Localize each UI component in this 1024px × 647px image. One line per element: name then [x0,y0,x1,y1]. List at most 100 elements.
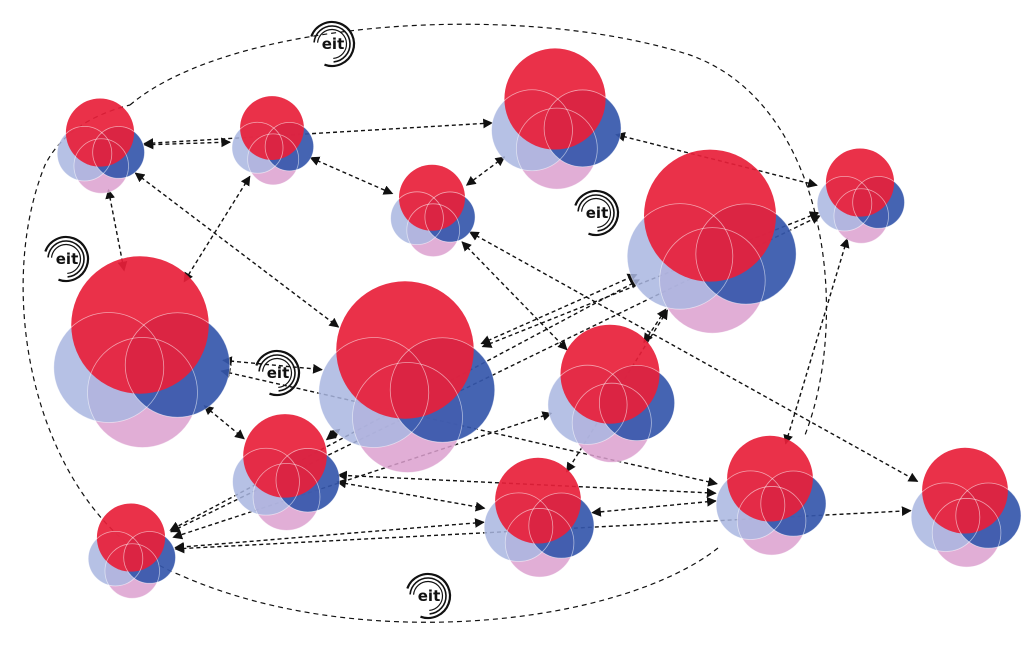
eit-logo: eit [44,235,90,283]
node-n7 [318,281,496,473]
eit-logo: eit [255,349,301,397]
circle-red [71,256,209,394]
link-n1-n2 [143,137,232,150]
node-n11 [232,414,340,531]
node-n1 [56,98,145,194]
overlap-outline [73,138,129,194]
logos-layer: eit eit eit eit eit [44,20,620,620]
node-n4 [390,164,476,258]
logo-text: eit [586,204,609,222]
circle-red [495,457,581,544]
overlap-outline [598,364,676,442]
overlap-outline [515,107,598,190]
node-n13 [87,503,176,599]
overlap-outline [390,191,444,246]
link-n10-n16 [783,237,850,445]
overlap-outline [87,530,144,587]
overlap-outline [56,125,113,182]
overlap-outline [87,337,198,448]
overlap-outline [491,89,573,172]
logo-ring [255,349,301,397]
circle-red [65,98,135,167]
overlap-outline [92,126,145,179]
overlap-outline [955,482,1022,549]
link-n1-n3 [143,118,494,148]
overlap-outline [424,191,476,243]
logo-ring [412,580,444,612]
link-n2-n4 [309,156,394,195]
circle-red [243,414,327,498]
link-n9-n8 [643,308,667,344]
circle-red [399,164,465,231]
node-n6 [53,256,231,448]
logo-text: eit [56,250,79,268]
node-n2 [231,96,315,186]
overlap-outline [852,176,905,229]
overlap-outline [736,486,807,556]
logo-ring [577,194,615,232]
link-n11-n12 [336,478,486,512]
logo-ring [316,28,348,60]
overlap-outline [571,382,652,463]
circle-red [825,148,895,217]
logo-ring [261,357,293,389]
link-n1-n6 [105,188,128,272]
overlap-outline [715,470,786,540]
node-n8 [626,149,797,334]
overlap-outline [124,312,231,418]
overlap-outline [528,492,595,559]
link-n6-n11 [203,405,245,440]
logo-ring [574,189,620,237]
overlap-outline [252,463,321,531]
overlap-outline [104,543,160,599]
logo-ring [47,240,85,278]
overlap-outline [504,508,575,578]
node-n5 [816,148,905,244]
circle-red [560,324,660,424]
logo-ring [258,354,296,392]
logo-ring [50,243,82,275]
overlap-outline [53,312,165,423]
overlap-outline [232,447,300,516]
overlap-outline [275,448,340,513]
node-n9 [547,324,676,463]
overlap-outline [231,121,284,174]
overlap-outline [659,227,766,334]
link-n3-n4 [465,156,506,186]
circle-red [922,447,1008,534]
overlap-outline [389,337,496,443]
eit-logo: eit [406,572,452,620]
logo-text: eit [322,35,345,53]
overlap-outline [543,89,622,168]
link-n4-n9 [461,241,568,351]
overlap-outline [695,203,797,305]
link-n2-n6 [183,175,251,283]
cluster-boundary [22,23,828,623]
overlap-outline [483,492,554,562]
node-n3 [491,48,622,190]
circle-red [336,281,474,419]
logo-ring [44,235,90,283]
overlap-outline [318,337,430,448]
overlap-outline [123,531,176,584]
circle-red [504,48,606,150]
eit-logo: eit [574,189,620,237]
logo-ring [580,197,612,229]
overlap-outline [910,482,981,552]
overlap-outline [833,188,889,244]
circle-red [727,435,813,522]
logo-ring [313,25,351,63]
circle-red [240,96,304,160]
overlap-outline [264,121,315,172]
logo-text: eit [267,364,290,382]
logo-ring [409,577,447,615]
overlap-outline [760,470,827,537]
node-n10 [715,435,827,556]
overlap-outline [626,203,734,310]
overlap-outline [352,362,463,473]
eit-logo: eit [310,20,356,68]
circle-red [96,503,166,572]
nodes-layer [53,48,1022,599]
logo-text: eit [418,587,441,605]
